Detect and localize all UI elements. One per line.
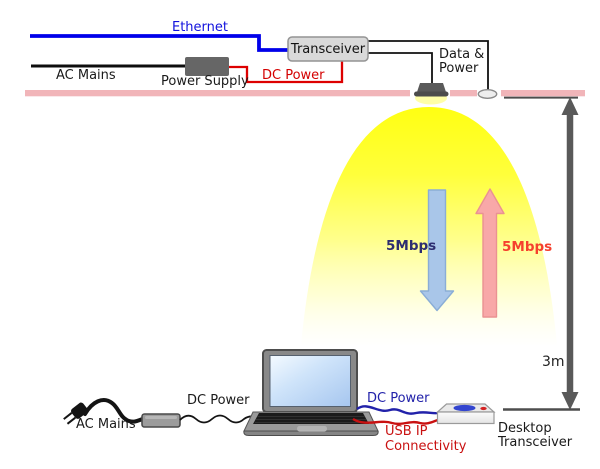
ethernet-cable	[30, 34, 289, 52]
ac-mains-top-label: AC Mains	[56, 68, 116, 83]
usb-ip-line1: USB IP	[385, 424, 428, 439]
desktop-transceiver-icon	[435, 403, 496, 425]
ceiling-band	[25, 90, 410, 97]
transceiver-lens	[453, 404, 476, 412]
data-power-cable-to-detector	[368, 40, 489, 90]
downlink-arrow	[419, 189, 455, 312]
data-power-line2: Power	[439, 61, 479, 76]
desktop-transceiver-line2: Transceiver	[498, 435, 573, 450]
dc-power-top-label: DC Power	[262, 68, 325, 83]
measure-arrow-head-up	[561, 97, 579, 115]
power-adapter-icon	[141, 413, 181, 428]
downlink-rate-label: 5Mbps	[386, 238, 437, 254]
desktop-transceiver-label: Desktop Transceiver	[498, 422, 572, 450]
ceiling-lamp-rim	[414, 91, 449, 97]
transceiver-led	[480, 406, 487, 411]
transceiver-box	[287, 36, 369, 62]
usb-dc-power-wire	[356, 405, 439, 415]
dc-power-bottom-label: DC Power	[187, 393, 250, 408]
desktop-transceiver-line1: Desktop	[498, 421, 552, 436]
transceiver-label: Transceiver	[290, 41, 366, 57]
usb-ip-line2: Connectivity	[385, 438, 467, 454]
usb-ip-wire	[352, 417, 439, 426]
usb-dc-power-label: DC Power	[367, 391, 430, 406]
photodetector-icon	[477, 88, 498, 99]
usb-ip-label: USB IP Connectivity	[385, 424, 467, 454]
uplink-arrow	[475, 188, 505, 318]
ceiling-band	[501, 90, 585, 97]
power-supply-box	[185, 57, 229, 76]
ac-mains-bottom-label: AC Mains	[76, 417, 136, 432]
data-power-line1: Data &	[439, 47, 485, 62]
ceiling-band	[450, 90, 477, 97]
data-power-label: Data & Power	[439, 48, 484, 76]
laptop-icon	[243, 349, 379, 436]
ceiling-lamp-icon	[417, 83, 446, 92]
ethernet-label: Ethernet	[172, 20, 228, 35]
ac-mains-cable-bottom	[83, 398, 145, 424]
dc-power-cable-bottom	[179, 414, 264, 424]
uplink-rate-label: 5Mbps	[502, 239, 553, 255]
measure-arrow-head-down	[561, 392, 579, 410]
data-power-cable-to-lamp	[368, 52, 433, 84]
power-supply-label: Power Supply	[161, 74, 249, 89]
distance-label: 3m	[542, 354, 565, 370]
power-adapter-highlight	[145, 416, 177, 419]
dc-power-cable-top	[229, 61, 344, 84]
